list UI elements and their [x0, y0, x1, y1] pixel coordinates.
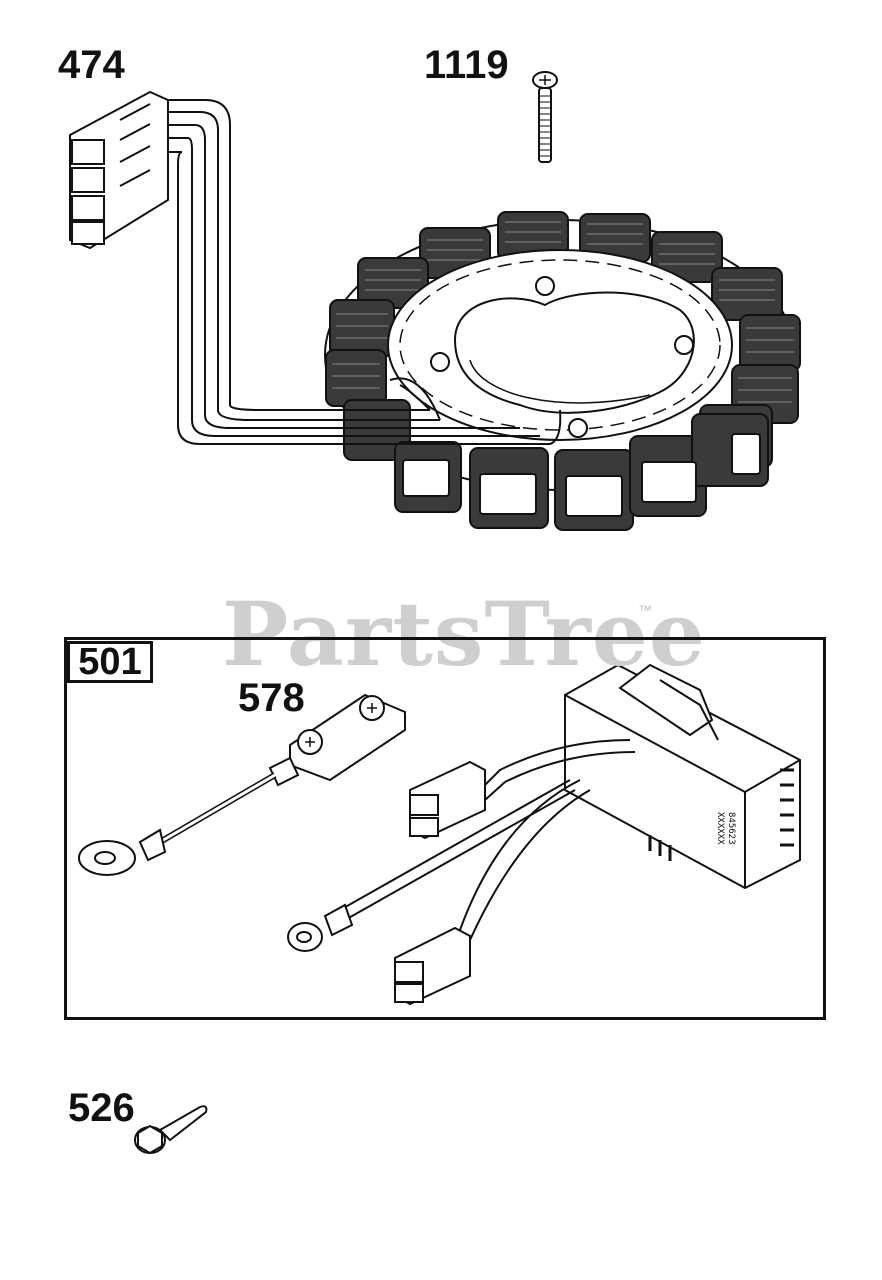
regulator-marking: 845623 XXXXXX	[714, 812, 736, 845]
label-501: 501	[67, 641, 153, 683]
ground-strap-578	[78, 693, 406, 876]
voltage-regulator	[564, 663, 801, 890]
label-578: 578	[238, 676, 305, 720]
kit-501-frame	[64, 637, 826, 1020]
coil-windings	[332, 221, 794, 403]
label-474: 474	[58, 43, 125, 87]
stator-assembly	[69, 90, 801, 531]
stator-wire-harness	[165, 99, 562, 445]
watermark-text: PartsTree	[222, 582, 706, 686]
screw-1119	[532, 71, 558, 163]
label-526: 526	[68, 1086, 135, 1130]
stator-coils-front	[394, 413, 769, 531]
bolt-526	[134, 1105, 208, 1155]
regulator-fins	[780, 768, 794, 847]
trademark-symbol: ™	[638, 602, 652, 618]
regulator-harness	[339, 739, 636, 941]
regulator-connectors	[287, 760, 486, 1006]
regulator-marking-line2: XXXXXX	[715, 812, 725, 845]
stator-connector	[69, 90, 169, 250]
regulator-marking-line1: 845623	[726, 812, 736, 845]
label-1119: 1119	[424, 43, 509, 87]
